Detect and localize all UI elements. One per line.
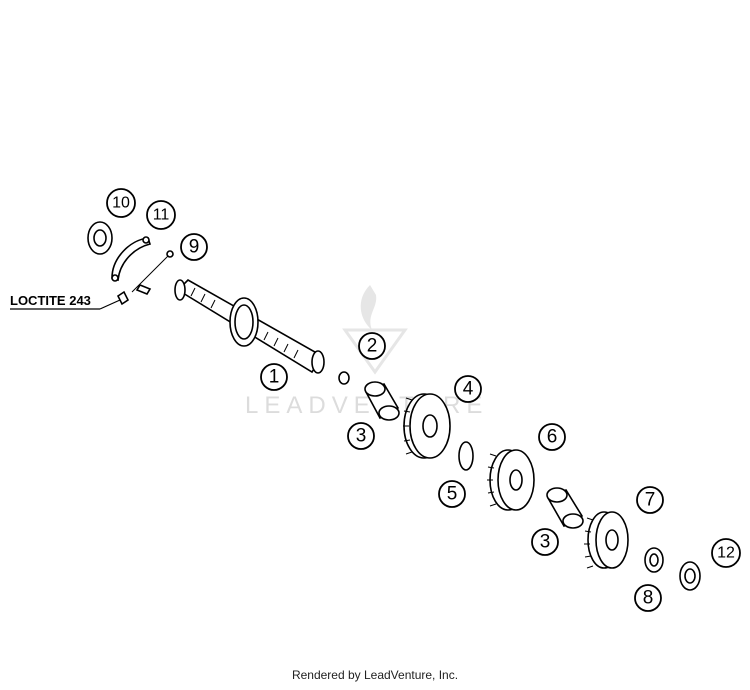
footer-credit: Rendered by LeadVenture, Inc. [291,668,459,682]
callout-9: 9 [180,233,208,261]
flame-logo-icon [360,285,377,330]
svg-text:3: 3 [356,426,367,447]
bushing-part-3-lower [546,487,584,529]
callout-11: 11 [146,200,176,230]
gear-part-7 [584,511,629,569]
svg-text:4: 4 [463,379,474,400]
callout-12: 12 [711,538,741,568]
needle-roller-part [338,371,350,385]
callout-6: 6 [538,423,566,451]
svg-text:10: 10 [112,195,130,212]
callout-2: 2 [358,332,386,360]
gear-part-6 [487,449,535,511]
callout-4: 4 [454,375,482,403]
callout-3-lower: 3 [531,528,559,556]
svg-text:8: 8 [643,588,654,609]
callout-7: 7 [636,486,664,514]
svg-text:2: 2 [367,336,378,357]
thrust-washer-part-5 [458,441,474,471]
svg-text:7: 7 [645,490,656,511]
gear-part-4 [403,393,451,459]
svg-text:6: 6 [547,427,558,448]
callout-1: 1 [260,363,288,391]
svg-text:11: 11 [153,207,170,224]
callout-8: 8 [634,584,662,612]
callout-5: 5 [438,480,466,508]
bearing-part-12 [679,561,701,591]
svg-text:3: 3 [540,532,551,553]
loctite-note: LOCTITE 243 [10,293,121,310]
watermark-text: LEADVENTURE [245,392,488,419]
retaining-bracket-part-11 [111,236,152,282]
svg-text:9: 9 [189,237,200,258]
svg-text:5: 5 [447,484,458,505]
bushing-part-3-upper [364,381,400,421]
callout-10: 10 [106,188,136,218]
screws-part-9 [116,250,174,306]
svg-text:1: 1 [269,367,280,388]
main-shaft-part-1 [174,279,325,374]
washer-part-8 [644,547,664,573]
svg-text:12: 12 [717,545,735,562]
loctite-label: LOCTITE 243 [10,293,91,308]
bearing-part-10 [87,221,113,255]
callout-3-upper: 3 [347,422,375,450]
